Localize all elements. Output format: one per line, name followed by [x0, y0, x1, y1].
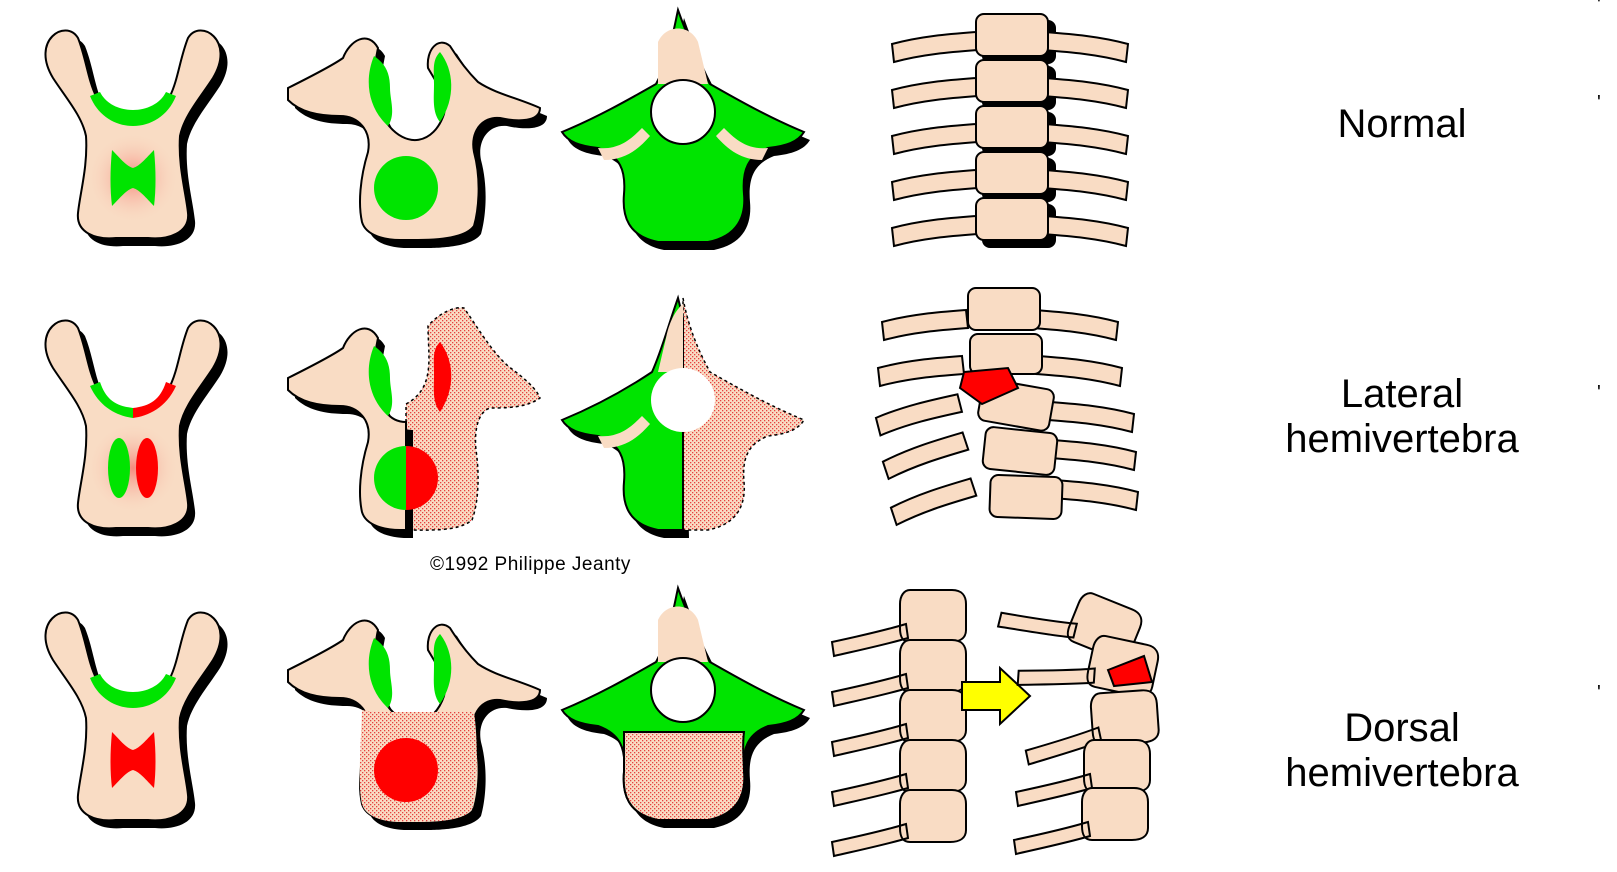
dorsal-stage1-vertebra [45, 612, 227, 828]
lateral-stage1-vertebra [45, 320, 227, 536]
lateral-stage3-vertebra [562, 298, 804, 538]
lateral-spine-column [874, 288, 1138, 525]
normal-stage3-vertebra [562, 10, 810, 250]
label-dorsal-line2: hemivertebra [1237, 751, 1567, 796]
label-lateral-hemivertebra: Lateral hemivertebra [1237, 372, 1567, 462]
normal-stage2-vertebra [288, 39, 547, 248]
label-dorsal-hemivertebra: Dorsal hemivertebra [1237, 706, 1567, 796]
dorsal-spine-lateral-normal [832, 590, 966, 856]
edge-mark-3: ' [1597, 382, 1601, 405]
label-normal: Normal [1237, 102, 1567, 147]
dorsal-row [45, 565, 1160, 856]
edge-mark-4: ' [1597, 682, 1601, 705]
lateral-stage2-vertebra [288, 308, 540, 538]
dorsal-stage2-vertebra [288, 621, 547, 830]
normal-spine-column [892, 14, 1128, 248]
label-normal-line1: Normal [1237, 102, 1567, 147]
normal-stage1-vertebra [45, 30, 227, 246]
copyright-credit: ©1992 Philippe Jeanty [430, 554, 631, 575]
dorsal-stage3-vertebra [562, 588, 810, 828]
normal-row [45, 10, 1128, 250]
dorsal-spine-lateral-kyphosis [996, 565, 1160, 854]
label-dorsal-line1: Dorsal [1237, 706, 1567, 751]
label-lateral-line1: Lateral [1237, 372, 1567, 417]
lateral-row [45, 288, 1138, 538]
edge-mark-1: ' [1597, 0, 1601, 17]
edge-mark-2: ' [1597, 92, 1601, 115]
label-lateral-line2: hemivertebra [1237, 417, 1567, 462]
